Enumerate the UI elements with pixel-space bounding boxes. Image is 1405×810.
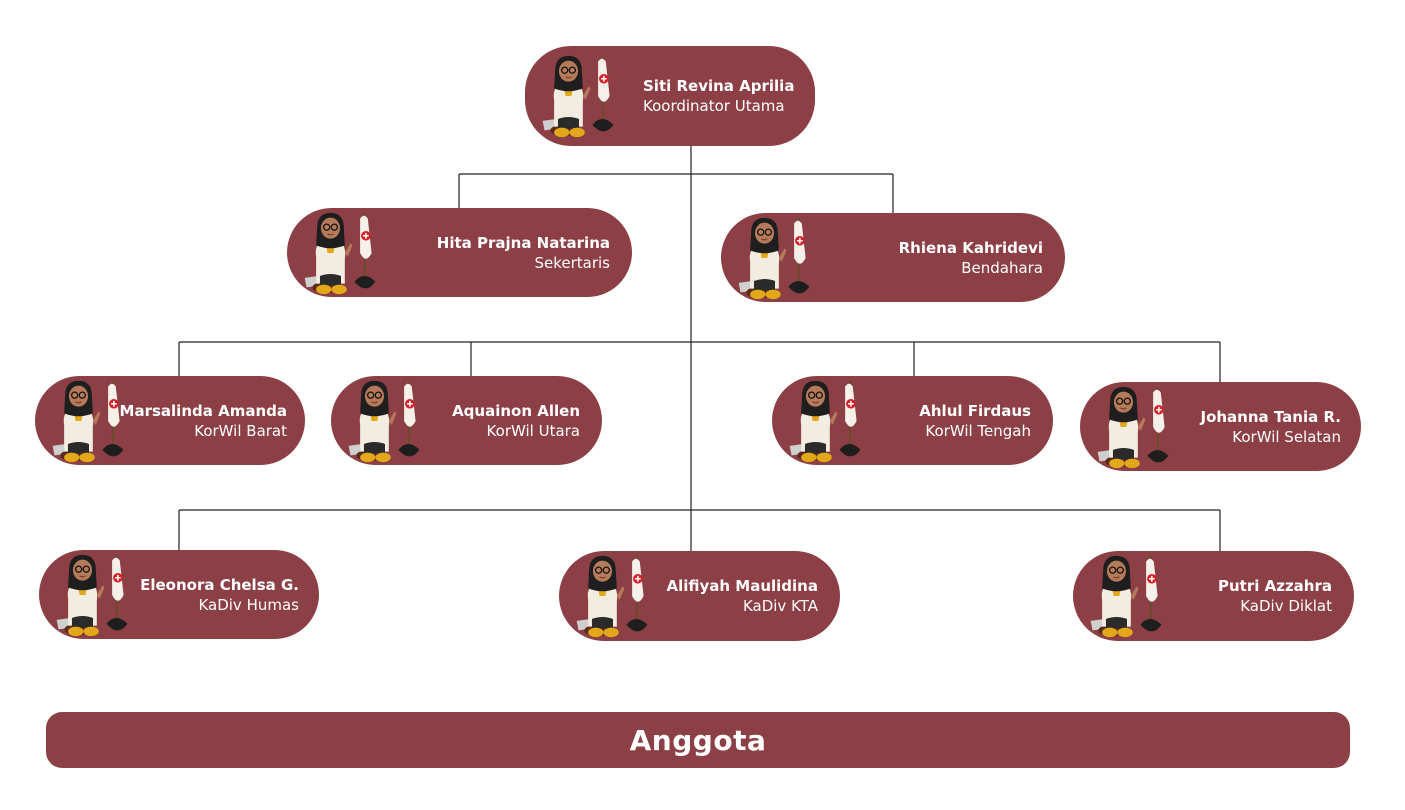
node-role: KorWil Utara — [486, 421, 580, 440]
node-role: KorWil Barat — [194, 421, 287, 440]
node-role: Koordinator Utama — [643, 97, 785, 115]
org-node-kadiv-humas: Eleonora Chelsa G. KaDiv Humas — [39, 550, 319, 639]
node-name: Marsalinda Amanda — [119, 401, 287, 420]
node-role: Bendahara — [961, 258, 1043, 277]
org-node-korwil-tengah: Ahlul Firdaus KorWil Tengah — [772, 376, 1053, 465]
node-role: Sekertaris — [534, 253, 610, 272]
avatar-with-flag-icon — [575, 554, 649, 639]
node-name: Alifiyah Maulidina — [666, 577, 818, 595]
node-role: KorWil Tengah — [925, 421, 1031, 440]
node-name: Ahlul Firdaus — [919, 401, 1031, 420]
org-node-koordinator: Siti Revina Aprilia Koordinator Utama — [525, 46, 815, 146]
avatar-with-flag-icon — [1089, 554, 1163, 639]
org-node-korwil-barat: Marsalinda Amanda KorWil Barat — [35, 376, 305, 465]
node-role: KorWil Selatan — [1232, 427, 1341, 446]
node-name: Rhiena Kahridevi — [898, 238, 1043, 257]
avatar-with-flag-icon — [1096, 385, 1170, 469]
org-node-korwil-utara: Aquainon Allen KorWil Utara — [331, 376, 602, 465]
org-node-kadiv-kta: Alifiyah Maulidina KaDiv KTA — [559, 551, 840, 641]
avatar-with-flag-icon — [303, 211, 377, 295]
org-node-kadiv-diklat: Putri Azzahra KaDiv Diklat — [1073, 551, 1354, 641]
node-name: Hita Prajna Natarina — [436, 233, 610, 252]
members-footer-bar: Anggota — [46, 712, 1350, 768]
node-name: Siti Revina Aprilia — [643, 77, 795, 95]
node-name: Eleonora Chelsa G. — [140, 575, 299, 594]
node-name: Putri Azzahra — [1218, 577, 1332, 595]
avatar-with-flag-icon — [541, 54, 615, 139]
avatar-with-flag-icon — [737, 216, 811, 300]
org-node-sekertaris: Hita Prajna Natarina Sekertaris — [287, 208, 632, 297]
node-name: Johanna Tania R. — [1200, 407, 1341, 426]
avatar-with-flag-icon — [347, 379, 421, 463]
avatar-with-flag-icon — [55, 553, 129, 637]
avatar-with-flag-icon — [788, 379, 862, 463]
node-name: Aquainon Allen — [452, 401, 580, 420]
org-node-bendahara: Rhiena Kahridevi Bendahara — [721, 213, 1065, 302]
node-role: KaDiv Humas — [198, 595, 299, 614]
org-node-korwil-selatan: Johanna Tania R. KorWil Selatan — [1080, 382, 1361, 471]
node-role: KaDiv Diklat — [1240, 597, 1332, 615]
node-role: KaDiv KTA — [742, 597, 818, 615]
